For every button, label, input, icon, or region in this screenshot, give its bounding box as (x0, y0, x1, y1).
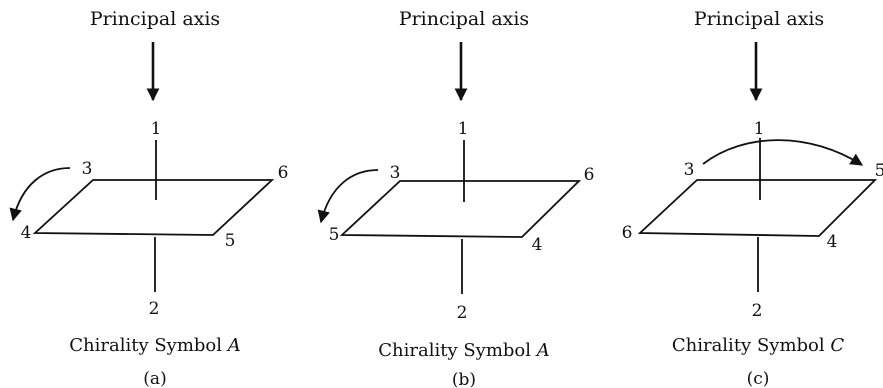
panel-label: (a) (143, 369, 166, 388)
chirality-symbol-caption: Chirality Symbol C (672, 335, 845, 356)
chirality-text: Chirality Symbol (672, 335, 831, 356)
square-plane (637, 179, 878, 237)
chirality-symbol-caption: Chirality Symbol A (378, 340, 550, 361)
panel-b: Principal axis 1 2 3 6 4 5 Chirality Sym… (317, 8, 595, 388)
vertex-label: 4 (827, 232, 838, 252)
square-plane (32, 179, 275, 236)
rotation-arrow (9, 167, 71, 222)
panel-a: Principal axis 1 2 3 6 5 4 Chirality Sym… (9, 8, 289, 388)
rotation-arrow (702, 139, 864, 166)
axis-top-label: 1 (151, 119, 162, 139)
vertex-label: 5 (225, 231, 236, 251)
vertex-label: 4 (21, 223, 32, 243)
axis-bottom-label: 2 (752, 301, 763, 321)
chirality-text: Chirality Symbol (69, 335, 228, 356)
rotation-arrow (317, 169, 379, 224)
vertex-label: 3 (82, 159, 93, 179)
vertex-label: 4 (532, 235, 543, 255)
axis-top-label: 1 (754, 119, 765, 139)
panel-label: (c) (747, 369, 770, 388)
vertex-label: 6 (622, 223, 633, 243)
chirality-letter: A (226, 335, 241, 356)
chirality-letter: A (535, 340, 550, 361)
principal-axis-label: Principal axis (399, 8, 529, 30)
vertex-label: 3 (390, 163, 401, 183)
panel-c: Principal axis 1 2 3 5 4 6 Chirality Sym… (622, 8, 883, 388)
axis-bottom-label: 2 (457, 303, 468, 323)
axis-top-label: 1 (458, 119, 469, 139)
chirality-letter: C (830, 335, 844, 356)
vertex-label: 5 (875, 161, 883, 181)
vertex-label: 6 (278, 163, 289, 183)
square-plane (339, 180, 582, 238)
chirality-text: Chirality Symbol (378, 340, 537, 361)
axis-bottom-label: 2 (149, 299, 160, 319)
chirality-symbol-caption: Chirality Symbol A (69, 335, 241, 356)
vertex-label: 3 (684, 160, 695, 180)
panel-label: (b) (452, 370, 476, 388)
vertex-label: 6 (584, 165, 595, 185)
principal-axis-label: Principal axis (694, 8, 824, 30)
vertex-label: 5 (329, 225, 340, 245)
principal-axis-label: Principal axis (90, 8, 220, 30)
